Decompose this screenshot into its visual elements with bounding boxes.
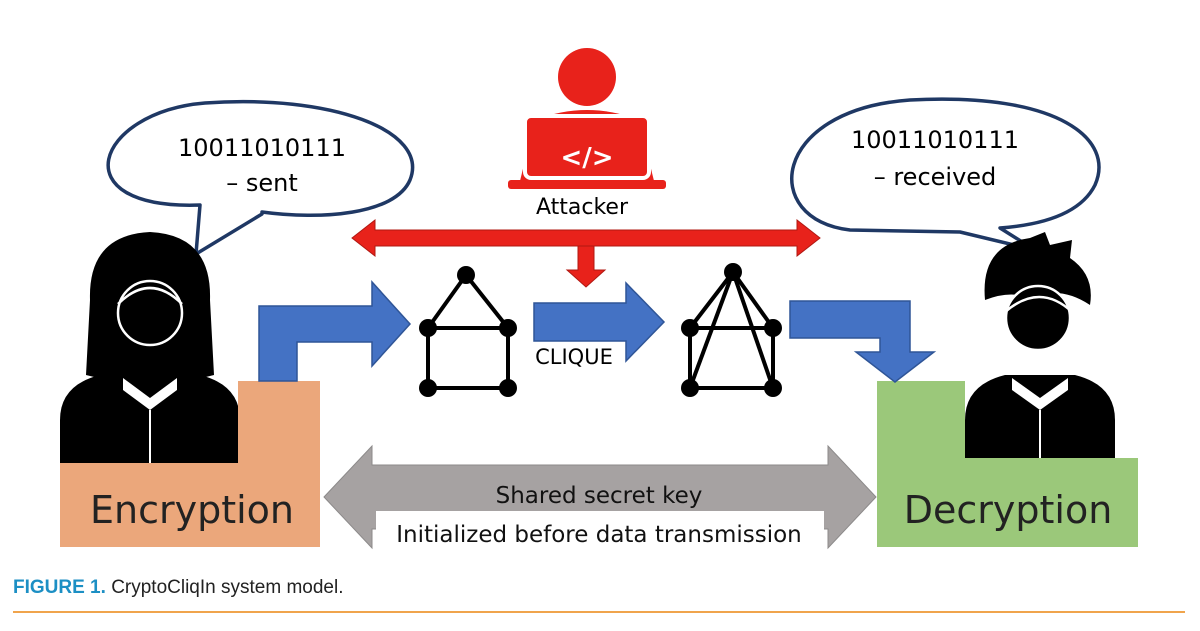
sender-bits: 10011010111 (178, 134, 346, 162)
graph-node (681, 319, 699, 337)
sender-status: – sent (226, 169, 298, 197)
figure-caption: FIGURE 1. CryptoCliqIn system model. (13, 577, 343, 599)
graph-node (764, 379, 782, 397)
graph-node (419, 379, 437, 397)
graph-node (499, 319, 517, 337)
attacker-label: Attacker (536, 195, 629, 220)
system-model-diagram: 10011010111 – sent 10011010111 – receive… (60, 48, 1138, 550)
receiver-status: – received (874, 163, 997, 191)
flow-arrow-clique-to-decrypt (789, 300, 937, 383)
graph-node (457, 266, 475, 284)
caption-divider (13, 611, 1185, 613)
clique-graph-right (681, 263, 782, 397)
receiver-man-icon (965, 232, 1115, 465)
attacker-code-glyph: </> (560, 143, 613, 173)
receiver-speech-bubble: 10011010111 – received (789, 97, 1101, 252)
figure-caption-text: CryptoCliqIn system model. (111, 577, 344, 598)
sender-woman-icon (60, 232, 240, 470)
graph-node (681, 379, 699, 397)
shared-key-arrow: Shared secret key Initialized before dat… (323, 444, 877, 550)
receiver-bits: 10011010111 (851, 126, 1019, 154)
graph-node (724, 263, 742, 281)
encryption-label: Encryption (90, 488, 294, 532)
sender-speech-bubble: 10011010111 – sent (106, 99, 415, 256)
clique-graph-left (419, 266, 517, 397)
shared-key-subtitle: Initialized before data transmission (396, 522, 802, 548)
graph-node (764, 319, 782, 337)
graph-node (499, 379, 517, 397)
encryption-block: Encryption (60, 381, 320, 547)
shared-key-title: Shared secret key (496, 483, 703, 509)
attacker-laptop-icon: </> (508, 48, 666, 189)
decryption-block: Decryption (877, 381, 1138, 547)
decryption-label: Decryption (904, 488, 1113, 532)
attacker-intercept-arrow (351, 218, 821, 288)
graph-node (419, 319, 437, 337)
flow-arrow-encrypt-to-clique (258, 280, 412, 382)
flow-arrow-clique-to-clique (533, 281, 666, 363)
clique-label: CLIQUE (535, 345, 613, 369)
figure-caption-label: FIGURE 1. (13, 577, 106, 598)
